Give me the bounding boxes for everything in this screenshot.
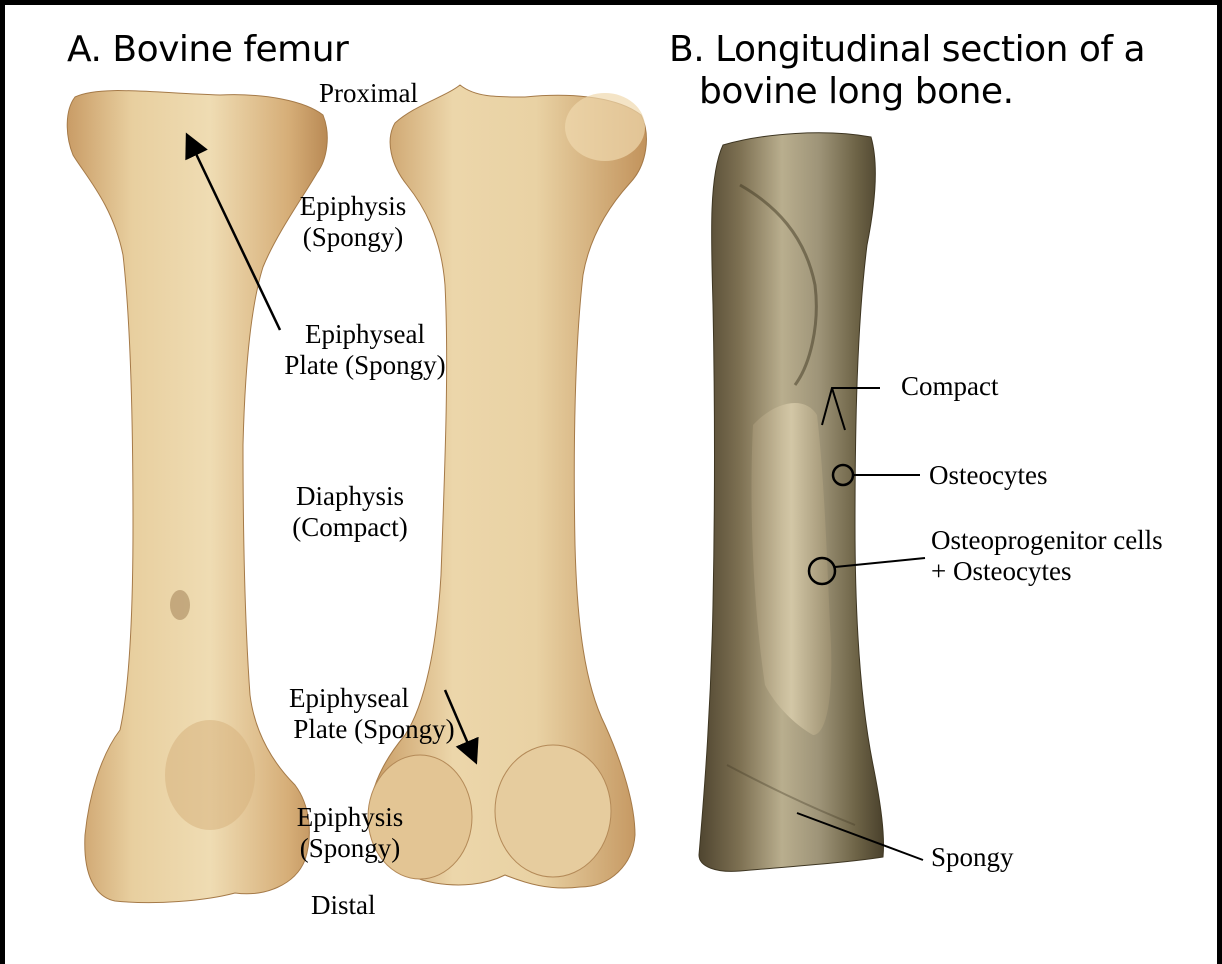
label-epiphysis-top-line2: (Spongy) xyxy=(288,222,418,253)
label-osteocytes: Osteocytes xyxy=(929,460,1047,491)
panel-b-title: B. Longitudinal section of a bovine long… xyxy=(669,29,1145,113)
label-osteoprogenitor: Osteoprogenitor cells + Osteocytes xyxy=(931,525,1163,587)
label-compact: Compact xyxy=(901,371,998,402)
label-epiphyseal-plate-top-line1: Epiphyseal xyxy=(265,319,465,350)
label-epiphysis-top-line1: Epiphysis xyxy=(288,191,418,222)
label-osteoprogenitor-line1: Osteoprogenitor cells xyxy=(931,525,1163,556)
panel-b-title-line2: bovine long bone. xyxy=(669,71,1145,113)
label-epiphysis-bottom-line1: Epiphysis xyxy=(285,802,415,833)
femur-right-condyle-right xyxy=(495,745,611,877)
panel-b-title-line1: B. Longitudinal section of a xyxy=(669,29,1145,71)
label-epiphysis-top: Epiphysis (Spongy) xyxy=(288,191,418,253)
label-distal: Distal xyxy=(311,890,376,921)
label-diaphysis: Diaphysis (Compact) xyxy=(275,481,425,543)
panel-a-title: A. Bovine femur xyxy=(67,29,348,71)
label-epiphyseal-plate-top-line2: Plate (Spongy) xyxy=(265,350,465,381)
label-proximal: Proximal xyxy=(319,78,418,109)
label-epiphyseal-plate-bottom-line1: Epiphyseal xyxy=(289,683,459,714)
label-epiphyseal-plate-bottom: Epiphyseal Plate (Spongy) xyxy=(289,683,459,745)
label-spongy: Spongy xyxy=(931,842,1014,873)
femur-left-condyle xyxy=(165,720,255,830)
label-diaphysis-line2: (Compact) xyxy=(275,512,425,543)
label-diaphysis-line1: Diaphysis xyxy=(275,481,425,512)
label-epiphyseal-plate-bottom-line2: Plate (Spongy) xyxy=(289,714,459,745)
label-epiphyseal-plate-top: Epiphyseal Plate (Spongy) xyxy=(265,319,465,381)
label-osteoprogenitor-line2: + Osteocytes xyxy=(931,556,1163,587)
label-epiphysis-bottom-line2: (Spongy) xyxy=(285,833,415,864)
label-epiphysis-bottom: Epiphysis (Spongy) xyxy=(285,802,415,864)
